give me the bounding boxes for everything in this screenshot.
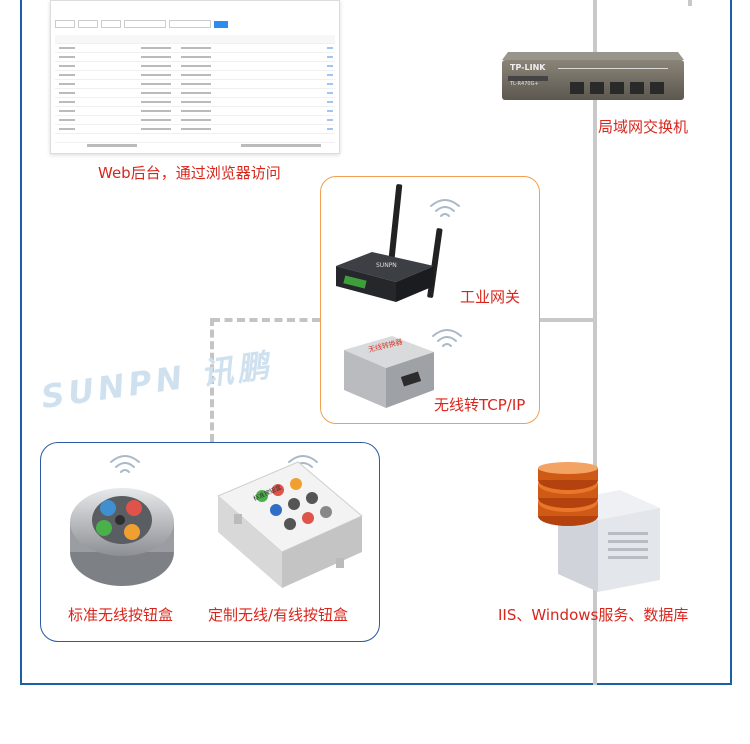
- standard-button-box: [70, 488, 174, 586]
- web-table: [55, 35, 335, 143]
- custom-button-box: [217, 461, 363, 588]
- router-brand: TP-LINK: [510, 63, 546, 72]
- gateway-caption: 工业网关: [460, 288, 521, 306]
- wifi-icon: [430, 199, 460, 217]
- wireless-tcp-caption: 无线转TCP/IP: [434, 396, 526, 414]
- web-table-fill: [59, 47, 333, 147]
- standard-box-caption: 标准无线按钮盒: [68, 606, 174, 624]
- gateway-connector: [540, 318, 595, 322]
- main-vertical-line: [593, 0, 597, 470]
- wifi-icon: [110, 455, 140, 473]
- switch-caption: 局域网交换机: [598, 118, 689, 136]
- router-icon: [502, 52, 684, 100]
- diagram-frame: [20, 0, 732, 685]
- web-filter-bar: [55, 19, 335, 29]
- dashed-link-horizontal: [212, 318, 320, 322]
- web-admin-screenshot: [50, 0, 340, 154]
- server-caption: IIS、Windows服务、数据库: [498, 606, 689, 624]
- industrial-gateway-device: [336, 184, 443, 302]
- router-model: TL-R470G+: [510, 81, 539, 87]
- wireless-tcp-module: [344, 336, 434, 408]
- server-vertical-line: [593, 590, 597, 685]
- web-backend-caption: Web后台，通过浏览器访问: [98, 164, 281, 182]
- dashed-link-vertical: [210, 318, 214, 442]
- server-icon: [538, 462, 660, 592]
- gateway-brand-label: SUNPN: [376, 262, 397, 269]
- custom-box-caption: 定制无线/有线按钮盒: [208, 606, 349, 624]
- router-right-line: [688, 0, 692, 6]
- wifi-icon: [432, 329, 462, 347]
